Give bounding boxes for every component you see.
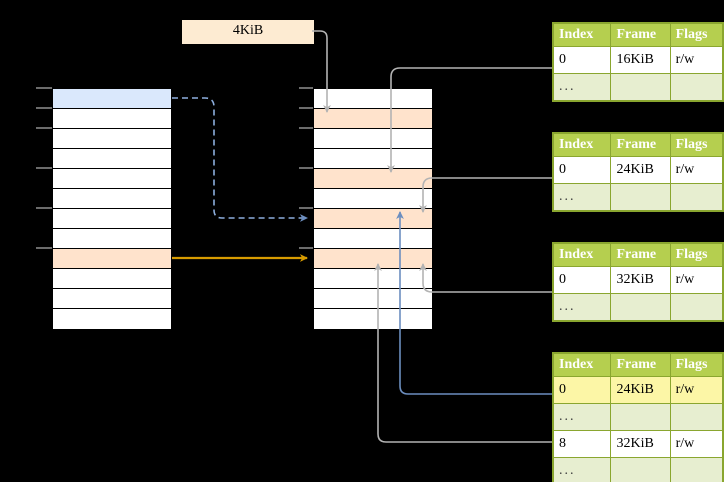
page-table-2-r1-flags xyxy=(669,183,724,211)
page-table-3-r0-index: 0 xyxy=(552,266,612,294)
physical-frame-row-2 xyxy=(314,129,432,149)
connector-vpage0-to-ppage6 xyxy=(172,97,308,222)
page-table-1-r1-flags xyxy=(669,73,724,101)
page-table-1-col-index: Index xyxy=(552,23,612,47)
page-table-4-r3-index: ... xyxy=(552,457,612,482)
page-table-1-r0-frame: 16KiB xyxy=(610,46,671,74)
physical-frame-row-5 xyxy=(314,189,432,209)
page-table-3-r1-frame xyxy=(610,293,671,321)
page-table-4-row-3[interactable]: ... xyxy=(552,457,724,482)
virtual-page-row-11 xyxy=(53,309,171,329)
page-table-2-row-1[interactable]: ... xyxy=(552,183,724,211)
page-table-4-col-frame: Frame xyxy=(610,353,671,377)
physical-frame-row-4 xyxy=(314,169,432,189)
physical-frame-row-8 xyxy=(314,249,432,269)
physical-frame-row-11 xyxy=(314,309,432,329)
page-table-4-r2-index: 8 xyxy=(552,430,612,458)
page-table-4-r2-frame: 32KiB xyxy=(610,430,671,458)
connector-pt3-to-ppage8 xyxy=(419,263,552,293)
page-table-3-r0-frame: 32KiB xyxy=(610,266,671,294)
virtual-page-row-4 xyxy=(53,169,171,189)
virtual-page-row-10 xyxy=(53,289,171,309)
page-table-2-r0-frame: 24KiB xyxy=(610,156,671,184)
physical-frame-row-3 xyxy=(314,149,432,169)
page-table-2-col-flags: Flags xyxy=(669,133,724,157)
page-table-2-r1-index: ... xyxy=(552,183,612,211)
page-table-1-r1-index: ... xyxy=(552,73,612,101)
page-table-1-r1-frame xyxy=(610,73,671,101)
page-table-3-r1-flags xyxy=(669,293,724,321)
page-table-3-r1-index: ... xyxy=(552,293,612,321)
page-table-4-r1-flags xyxy=(669,403,724,431)
page-table-1-col-frame: Frame xyxy=(610,23,671,47)
page-table-1-r0-index: 0 xyxy=(552,46,612,74)
virtual-page-row-0 xyxy=(53,89,171,109)
page-table-4-r0-frame: 24KiB xyxy=(610,376,671,404)
virtual-page-row-2 xyxy=(53,129,171,149)
page-table-4-r1-frame xyxy=(610,403,671,431)
virtual-page-row-9 xyxy=(53,269,171,289)
page-table-4-r2-flags: r/w xyxy=(669,430,724,458)
middle-table-tick-marks xyxy=(299,87,313,249)
page-table-1-row-1[interactable]: ... xyxy=(552,73,724,101)
page-table-2-r1-frame xyxy=(610,183,671,211)
virtual-page-row-5 xyxy=(53,189,171,209)
page-table-1-col-flags: Flags xyxy=(669,23,724,47)
left-table-tick-marks xyxy=(36,87,52,249)
physical-frame-row-1 xyxy=(314,109,432,129)
physical-frame-row-10 xyxy=(314,289,432,309)
page-table-2-r0-index: 0 xyxy=(552,156,612,184)
virtual-page-row-1 xyxy=(53,109,171,129)
page-table-3-col-flags: Flags xyxy=(669,243,724,267)
virtual-page-row-7 xyxy=(53,229,171,249)
physical-address-space-table xyxy=(313,88,433,329)
virtual-page-row-6 xyxy=(53,209,171,229)
page-table-3-row-1[interactable]: ... xyxy=(552,293,724,321)
physical-frame-row-6 xyxy=(314,209,432,229)
page-table-4-r3-frame xyxy=(610,457,671,482)
page-table-3-col-frame: Frame xyxy=(610,243,671,267)
page-table-3-col-index: Index xyxy=(552,243,612,267)
virtual-page-row-3 xyxy=(53,149,171,169)
physical-frame-row-7 xyxy=(314,229,432,249)
page-table-2-col-frame: Frame xyxy=(610,133,671,157)
page-table-4-r0-flags: r/w xyxy=(669,376,724,404)
page-table-4-r0-index: 0 xyxy=(552,376,612,404)
connector-pt2-to-ppage6 xyxy=(419,177,552,213)
virtual-address-space-table xyxy=(52,88,172,329)
page-table-3-r0-flags: r/w xyxy=(669,266,724,294)
physical-frame-row-0 xyxy=(314,89,432,109)
physical-frame-row-9 xyxy=(314,269,432,289)
virtual-page-row-8 xyxy=(53,249,171,269)
page-table-1-r0-flags: r/w xyxy=(669,46,724,74)
page-table-2-col-index: Index xyxy=(552,133,612,157)
page-table-2-r0-flags: r/w xyxy=(669,156,724,184)
page-size-chip: 4KiB xyxy=(182,20,314,44)
page-table-4-r3-flags xyxy=(669,457,724,482)
page-table-4-r1-index: ... xyxy=(552,403,612,431)
page-table-4-col-flags: Flags xyxy=(669,353,724,377)
page-table-4-col-index: Index xyxy=(552,353,612,377)
page-table-4-row-1[interactable]: ... xyxy=(552,403,724,431)
